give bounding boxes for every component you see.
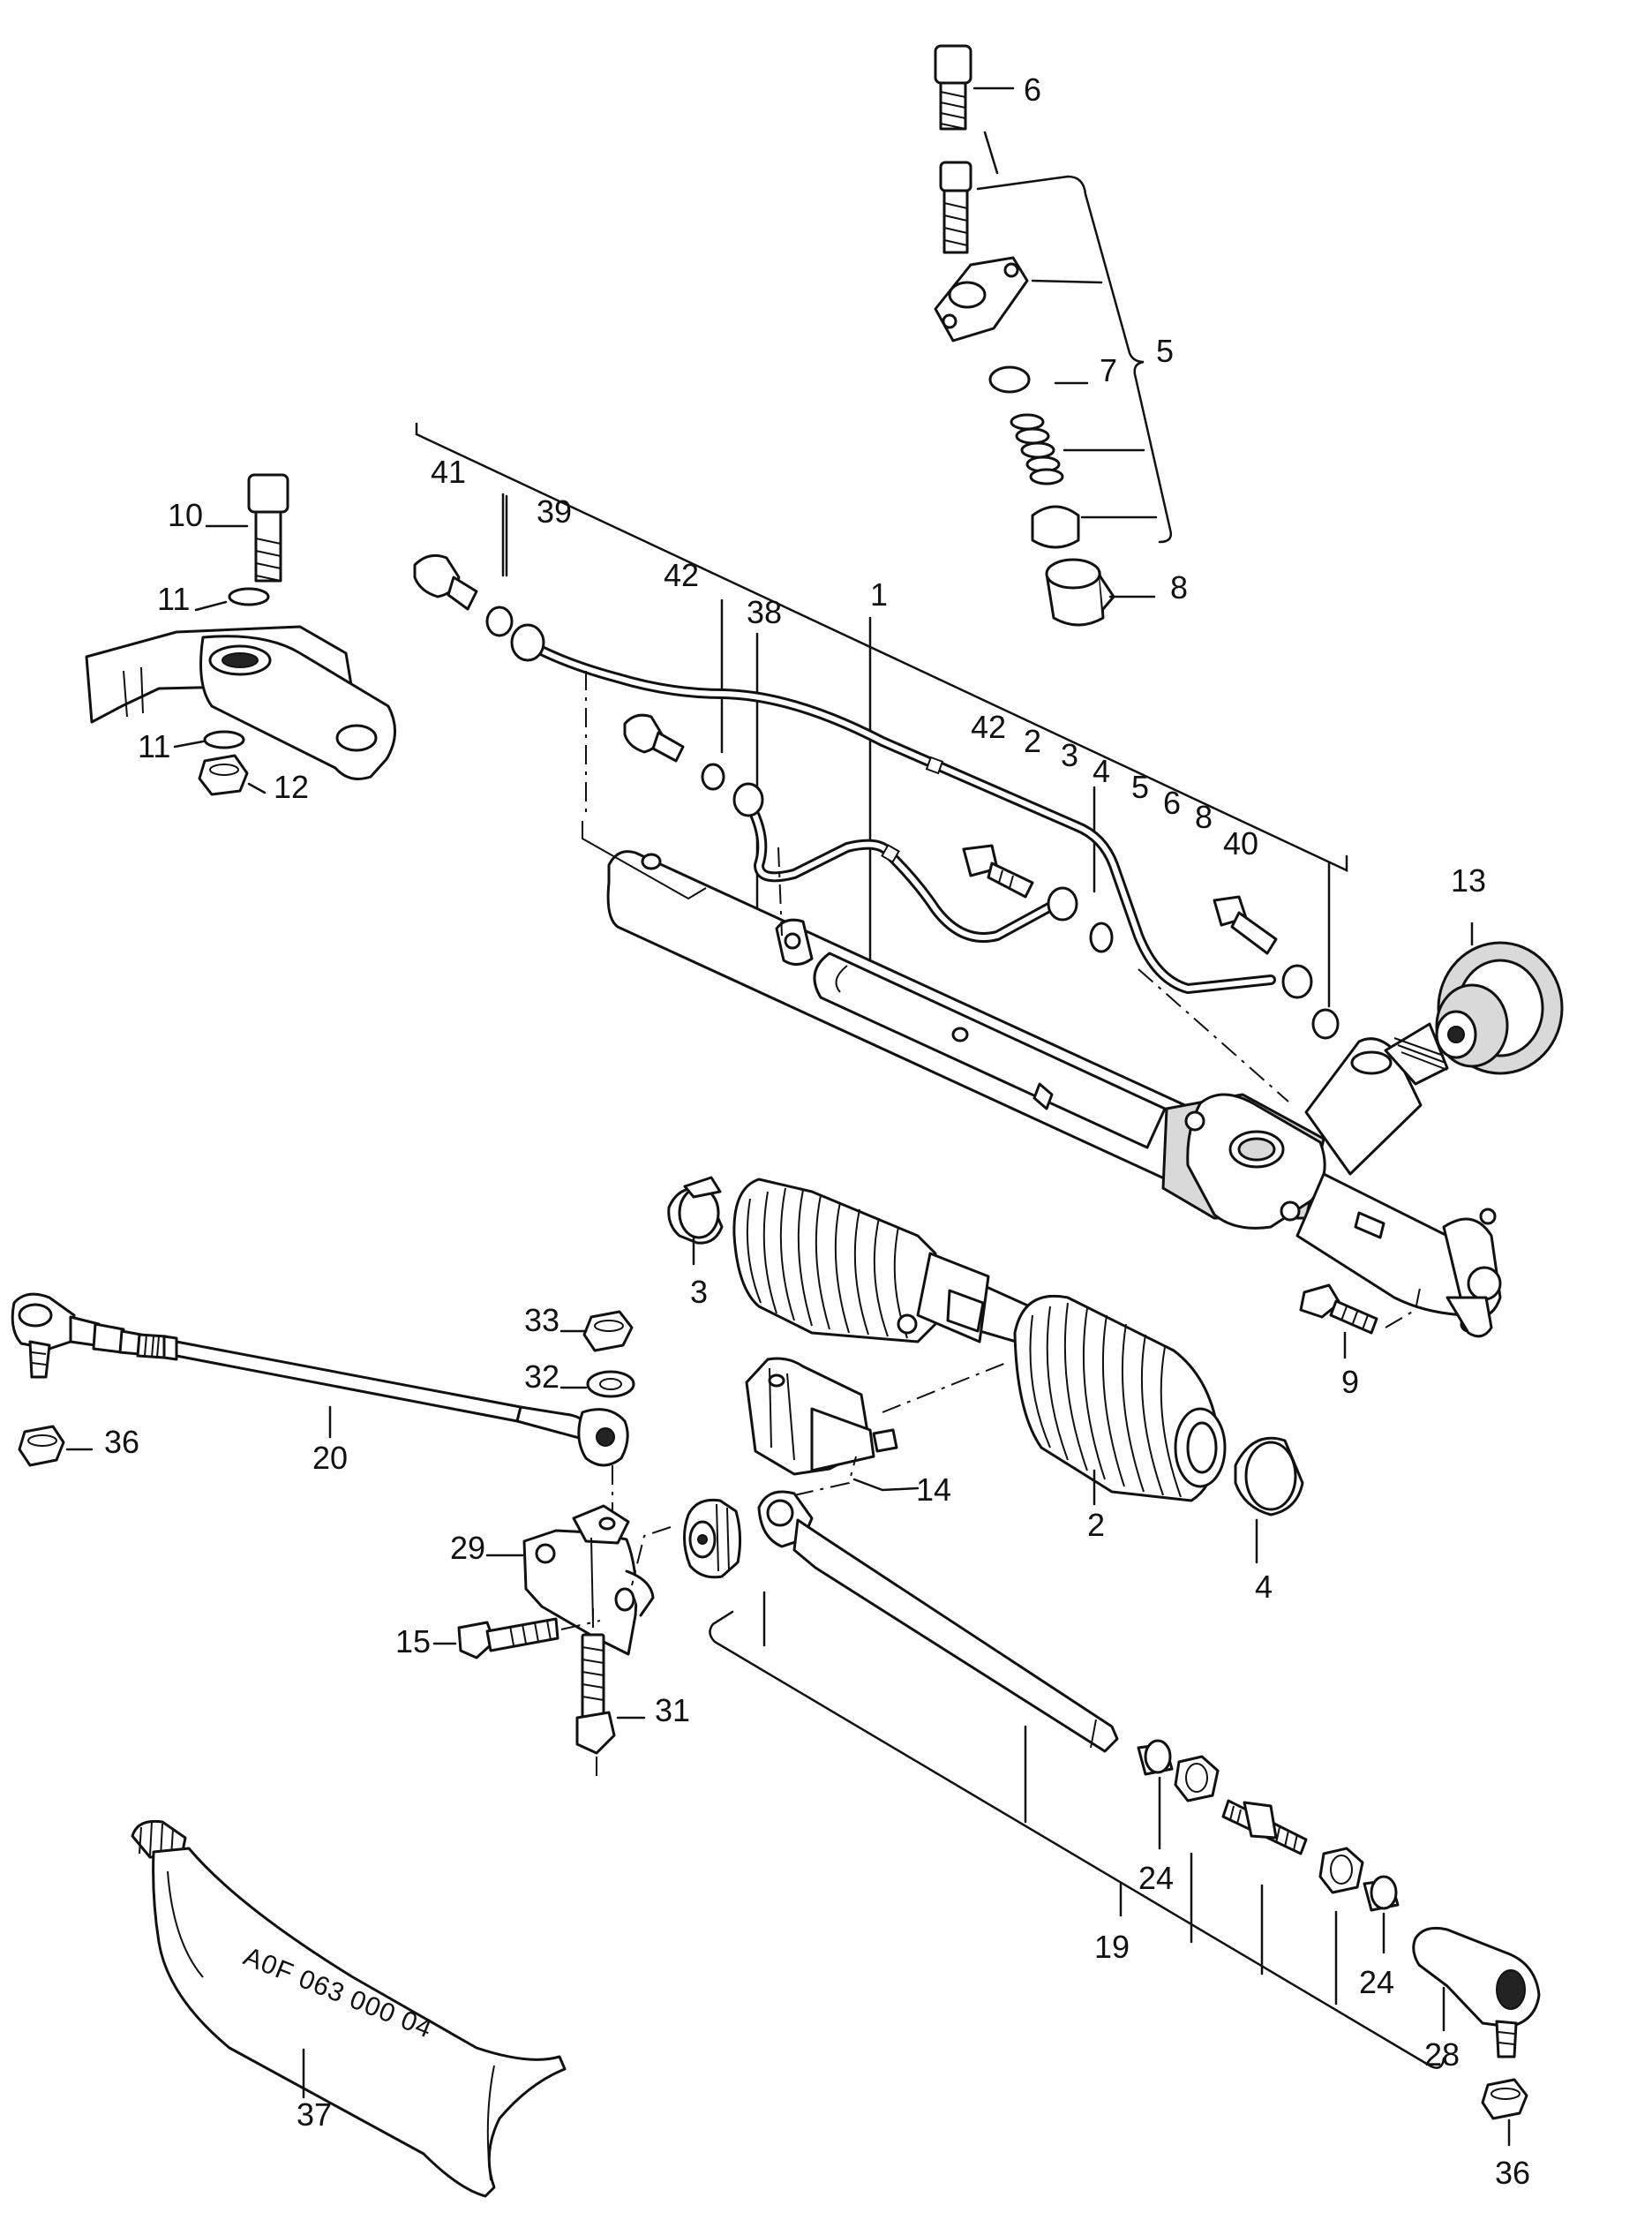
callout-c3a: 3 bbox=[1061, 737, 1078, 773]
bolt-10 bbox=[247, 473, 289, 583]
callout-c33: 33 bbox=[524, 1302, 559, 1338]
callout-c5b: 5 bbox=[1131, 769, 1149, 805]
valve-spring bbox=[1010, 413, 1064, 485]
valve-piston bbox=[1031, 505, 1080, 549]
valve-bolt bbox=[939, 161, 972, 254]
banjo-bolt-42-left bbox=[623, 713, 685, 763]
washer-11-top bbox=[228, 587, 270, 606]
bracket-14 bbox=[745, 1357, 920, 1492]
o-ring-7 bbox=[988, 365, 1031, 394]
callout-c13: 13 bbox=[1451, 862, 1486, 899]
bracket-29 bbox=[485, 1504, 655, 1656]
hydraulic-pipes bbox=[524, 639, 1276, 994]
callout-c6a: 6 bbox=[1024, 71, 1041, 108]
callout-c2b: 2 bbox=[1087, 1507, 1105, 1543]
coupling-flange-13 bbox=[1435, 922, 1564, 1075]
callout-c9: 9 bbox=[1341, 1364, 1359, 1400]
callout-c41: 41 bbox=[431, 454, 466, 490]
rack-and-boots bbox=[667, 1176, 1304, 1564]
washer-41 bbox=[485, 606, 514, 637]
callout-c14: 14 bbox=[916, 1471, 951, 1508]
callout-c15: 15 bbox=[395, 1623, 431, 1659]
boot-clamp-3 bbox=[667, 1176, 724, 1266]
washer-24-right bbox=[1363, 1875, 1400, 1954]
callout-c29: 29 bbox=[450, 1530, 485, 1566]
valve-flange bbox=[934, 256, 1029, 342]
washer-32 bbox=[559, 1370, 635, 1398]
bellows-boot-left bbox=[732, 1178, 937, 1343]
callout-c24a: 24 bbox=[1138, 1860, 1174, 1896]
tie-rod-19 bbox=[709, 1456, 1446, 2069]
washer-42-left bbox=[701, 763, 725, 791]
callout-c7: 7 bbox=[1100, 352, 1117, 388]
callout-c36b: 36 bbox=[1495, 2155, 1530, 2191]
callout-c4a: 4 bbox=[1093, 753, 1110, 789]
callout-c10: 10 bbox=[168, 497, 203, 533]
callout-c42a: 42 bbox=[664, 557, 699, 593]
banjo-bolt-41 bbox=[413, 553, 478, 611]
callout-c6b: 6 bbox=[1163, 785, 1181, 821]
bolt-6 bbox=[934, 44, 972, 131]
pinion-housing bbox=[1161, 1022, 1502, 1338]
banjo-bolt-40 bbox=[1213, 895, 1278, 955]
callout-c5a: 5 bbox=[1156, 333, 1174, 369]
washer-42-mid bbox=[1089, 922, 1114, 953]
nut-tie-rod-right bbox=[1318, 1847, 1364, 1894]
valve-sleeve-8 bbox=[1045, 558, 1115, 627]
callout-c31: 31 bbox=[655, 1692, 690, 1728]
bolt-31 bbox=[575, 1607, 646, 1776]
nut-36-left bbox=[18, 1425, 94, 1467]
boot-clamp-4 bbox=[1234, 1436, 1304, 1564]
callout-c20: 20 bbox=[312, 1440, 348, 1476]
callout-c11b: 11 bbox=[138, 728, 170, 764]
pipe-fitting-39 bbox=[510, 623, 545, 662]
nut-36-right bbox=[1481, 2078, 1528, 2147]
bolt-15 bbox=[432, 1617, 601, 1659]
callout-c37: 37 bbox=[297, 2096, 332, 2133]
callout-c12: 12 bbox=[274, 769, 309, 805]
nut-33 bbox=[559, 1310, 634, 1352]
washer-24-left bbox=[1137, 1739, 1174, 1850]
tie-rod-end-28 bbox=[1412, 1926, 1541, 2058]
nut-12 bbox=[198, 754, 249, 796]
callout-c36a: 36 bbox=[104, 1424, 139, 1460]
callout-c3b: 3 bbox=[690, 1274, 708, 1310]
callout-c8a: 8 bbox=[1170, 569, 1188, 606]
callout-c19: 19 bbox=[1094, 1929, 1130, 1965]
washer-11-bottom bbox=[203, 730, 245, 749]
callout-c2a: 2 bbox=[1024, 723, 1041, 759]
callout-c11a: 11 bbox=[157, 581, 190, 617]
callout-c4b: 4 bbox=[1255, 1569, 1273, 1605]
tie-rod-20 bbox=[11, 1292, 629, 1467]
nut-tie-rod bbox=[1174, 1755, 1220, 1802]
rack-housing-assembly bbox=[413, 422, 1564, 1338]
callout-c8b: 8 bbox=[1195, 799, 1213, 835]
mount-bracket-assembly bbox=[85, 473, 397, 796]
bolt-9 bbox=[1299, 1283, 1422, 1359]
bellows-boot-right bbox=[1013, 1294, 1227, 1506]
valve-assembly bbox=[934, 44, 1172, 627]
callout-c1: 1 bbox=[870, 576, 888, 613]
callout-c24b: 24 bbox=[1359, 1964, 1394, 2000]
callout-c42b: 42 bbox=[971, 709, 1006, 745]
washer-40 bbox=[1311, 1008, 1340, 1040]
banjo-bolt-42-mid bbox=[962, 844, 1034, 899]
grease-tube-37: A0F 063 000 04 bbox=[131, 1819, 567, 2198]
callout-c39: 39 bbox=[537, 493, 572, 530]
adjuster-stud bbox=[1221, 1799, 1308, 1855]
callout-c32: 32 bbox=[524, 1358, 559, 1395]
rubber-bushing bbox=[631, 1498, 742, 1586]
callout-c38: 38 bbox=[747, 594, 782, 630]
callout-c40: 40 bbox=[1223, 825, 1258, 862]
callout-c28: 28 bbox=[1424, 2036, 1460, 2073]
